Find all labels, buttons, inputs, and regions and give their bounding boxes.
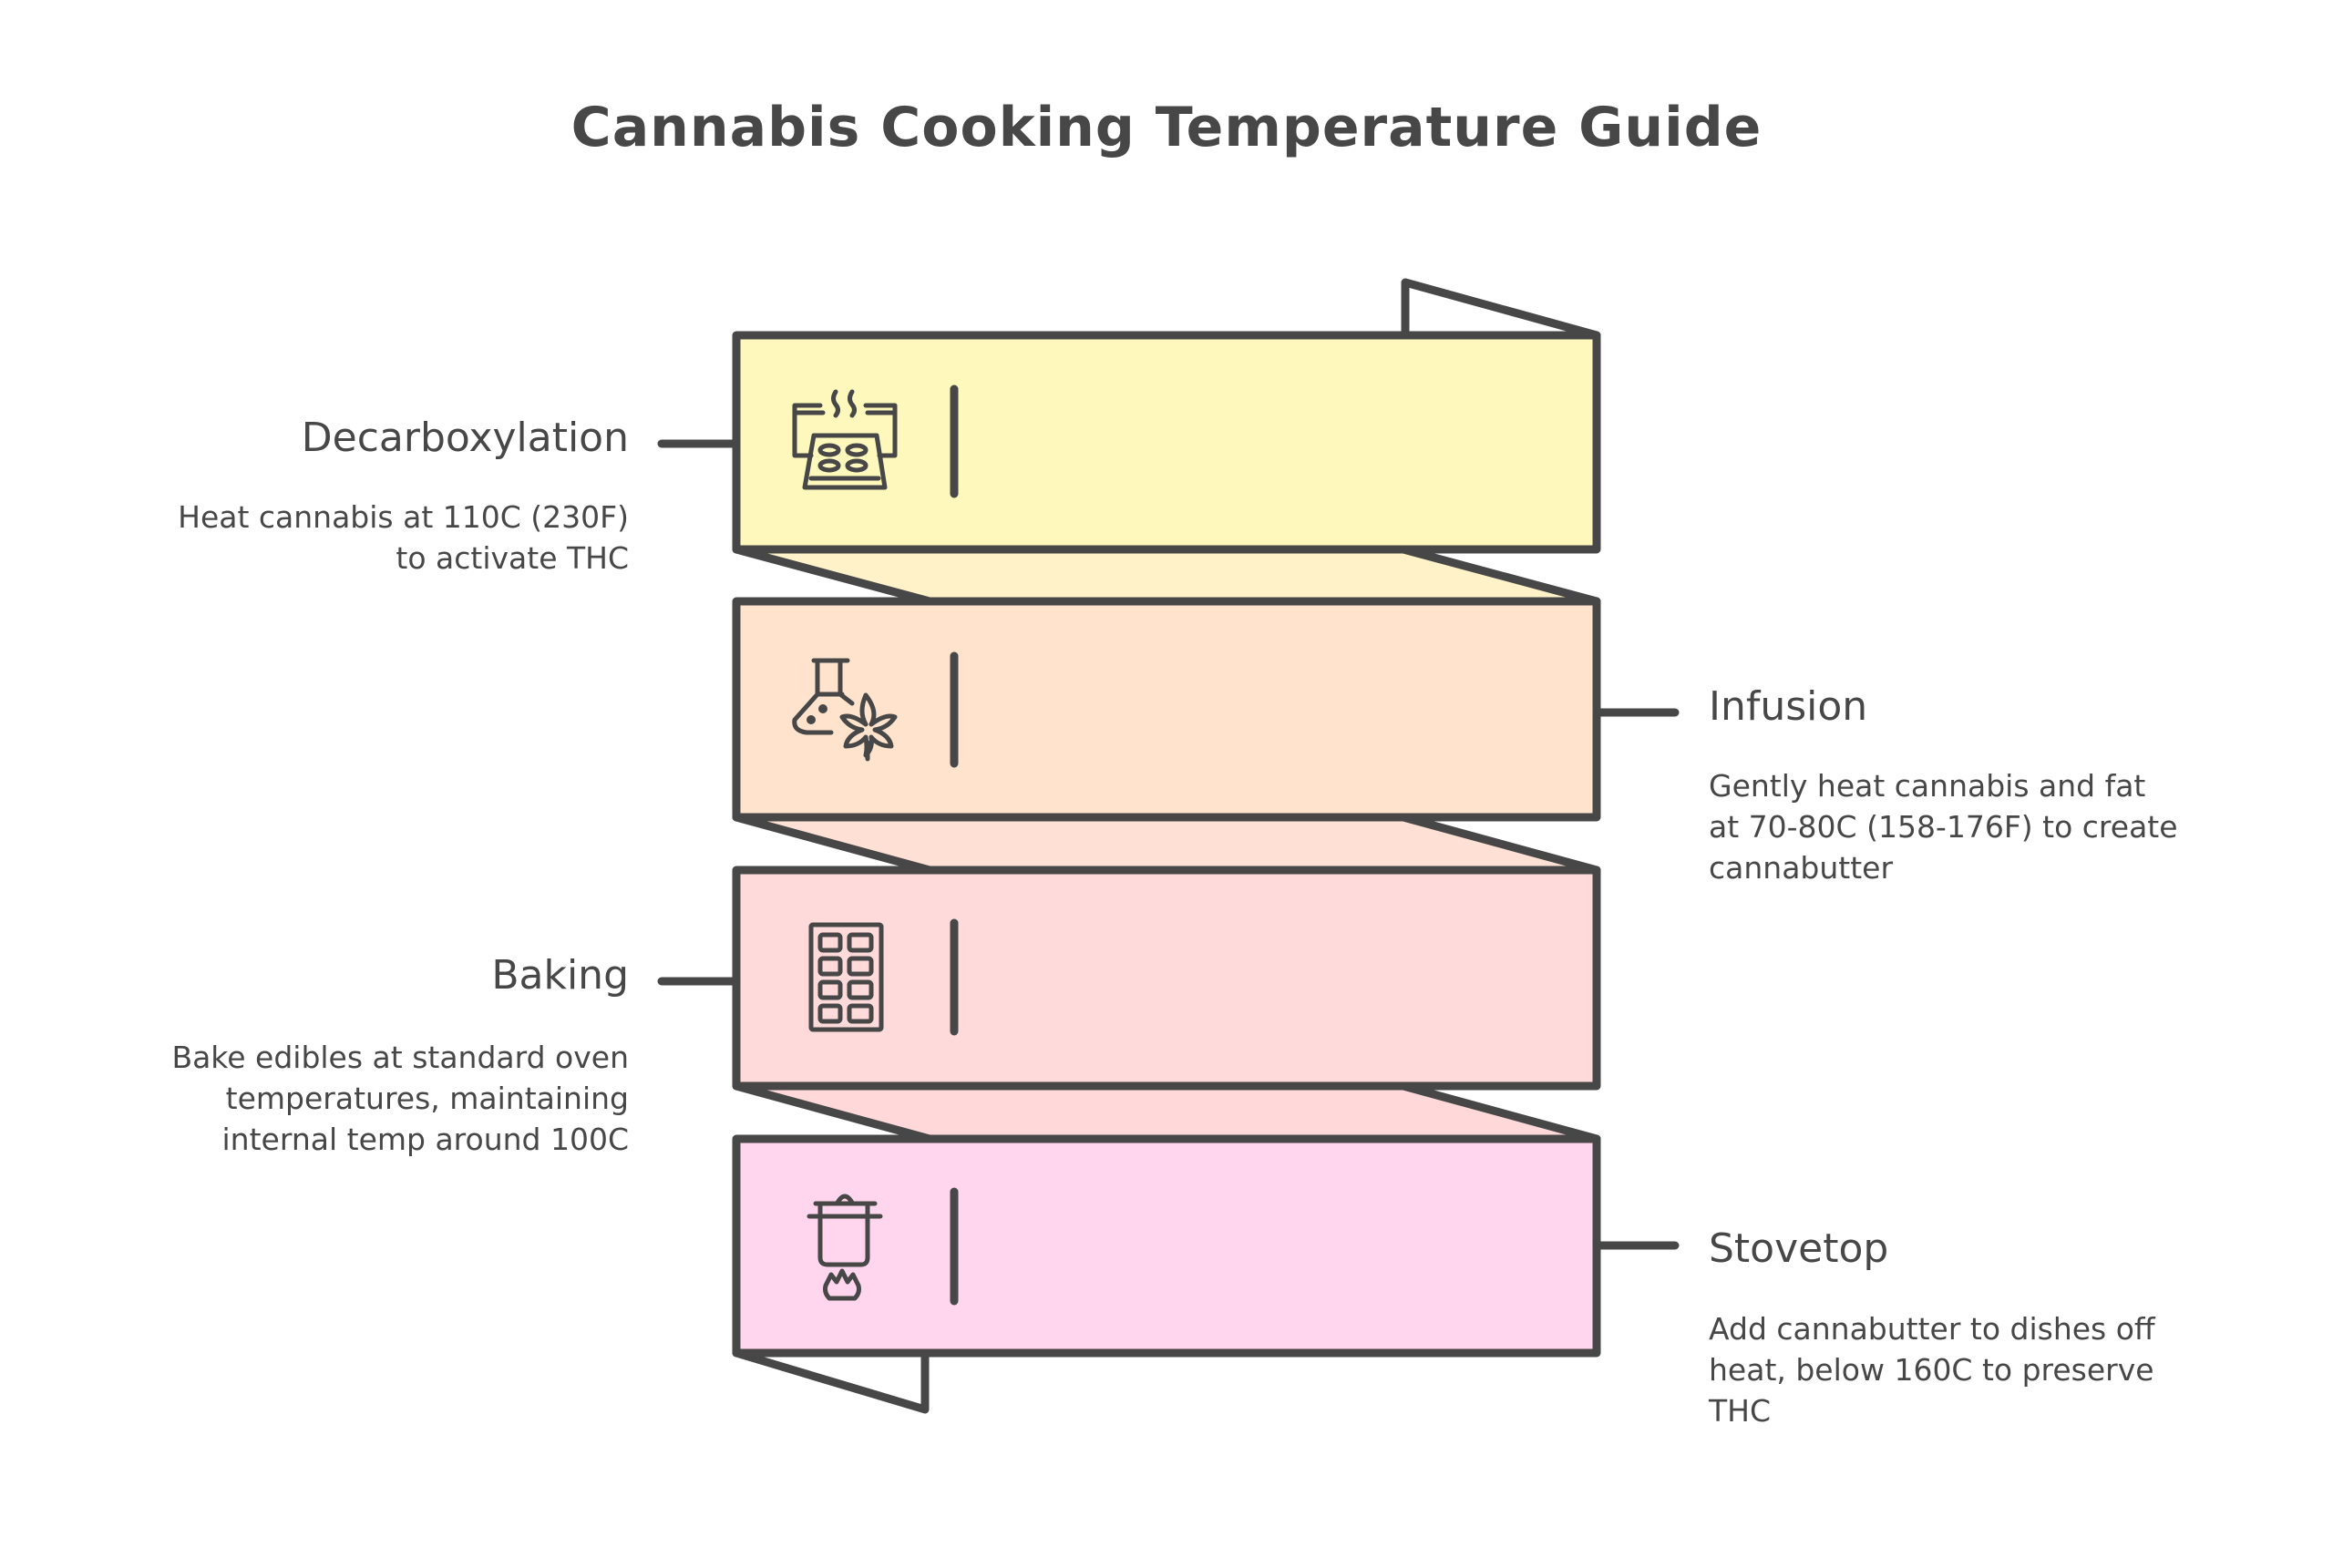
description-line: temperatures, maintaining (225, 1081, 629, 1116)
top-flap (1401, 278, 1601, 340)
panel-infusion (732, 597, 1601, 822)
description-line: heat, below 160C to preserve (1709, 1352, 2154, 1388)
flask-cannabis-leaf-icon (792, 658, 898, 762)
step-label-stovetop: Stovetop (1709, 1225, 1889, 1272)
panel-stovetop (732, 1134, 1601, 1358)
step-label-decarboxylation: Decarboxylation (301, 415, 629, 461)
step-description-infusion: Gently heat cannabis and fat at 70-80C (… (1709, 765, 2178, 888)
description-line: Gently heat cannabis and fat (1709, 768, 2146, 804)
step-label-baking: Baking (491, 952, 629, 999)
description-line: to activate THC (396, 540, 629, 576)
oven-tray-icon (792, 389, 898, 490)
chocolate-bar-icon (808, 922, 884, 1032)
description-line: Bake edibles at standard oven (171, 1040, 629, 1075)
description-line: Heat cannabis at 110C (230F) (178, 499, 629, 535)
step-label-infusion: Infusion (1709, 683, 1868, 730)
description-line: cannabutter (1709, 850, 1894, 886)
fold-3-4 (736, 1086, 1597, 1139)
pot-on-flame-icon (807, 1194, 883, 1301)
fold-2-3 (736, 817, 1597, 870)
panel-baking (732, 866, 1601, 1091)
description-line: at 70-80C (158-176F) to create (1709, 809, 2178, 845)
description-line: Add cannabutter to dishes off (1709, 1311, 2155, 1347)
step-description-stovetop: Add cannabutter to dishes off heat, belo… (1709, 1308, 2155, 1431)
bottom-flap (732, 1348, 930, 1414)
description-line: internal temp around 100C (221, 1122, 629, 1157)
step-description-decarboxylation: Heat cannabis at 110C (230F) to activate… (178, 497, 629, 579)
fold-1-2 (736, 549, 1597, 601)
step-description-baking: Bake edibles at standard oven temperatur… (171, 1037, 629, 1160)
panel-decarboxylation (732, 331, 1601, 554)
description-line: THC (1709, 1393, 1772, 1429)
page-title: Cannabis Cooking Temperature Guide (570, 96, 1763, 159)
